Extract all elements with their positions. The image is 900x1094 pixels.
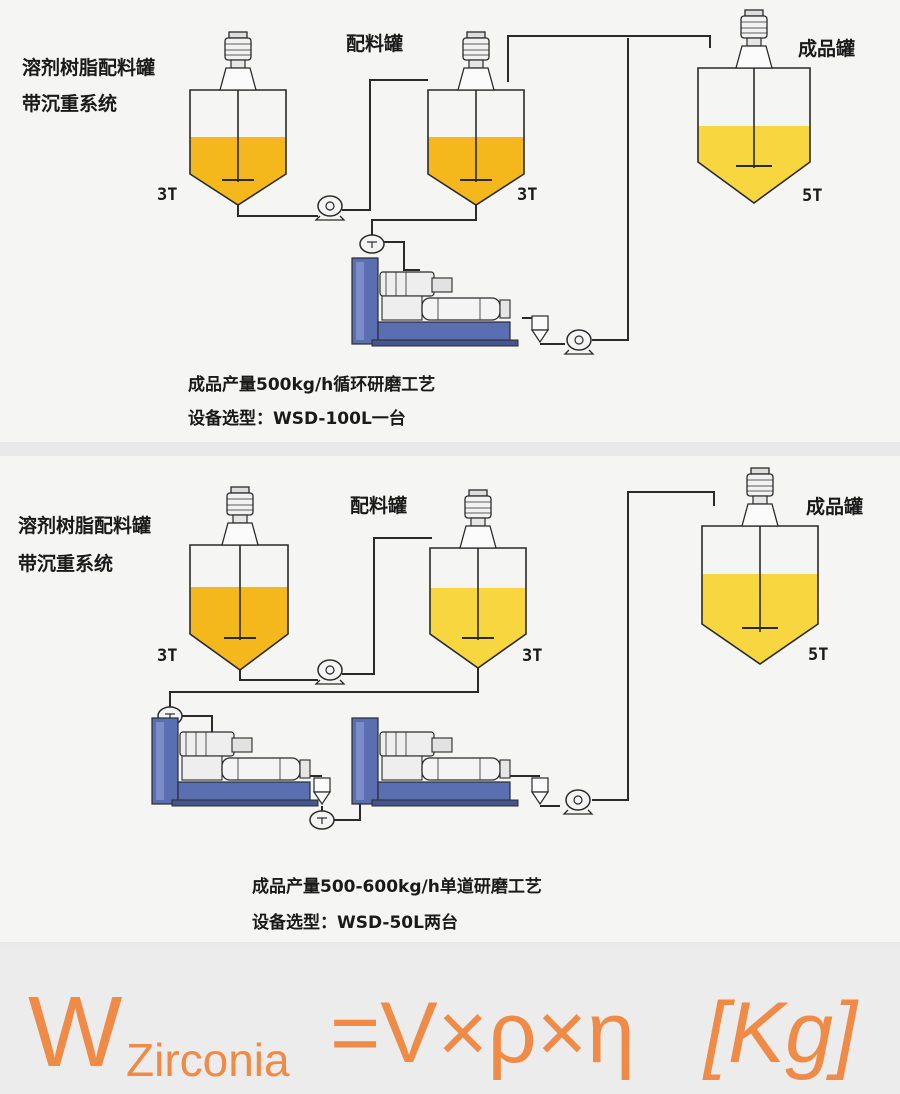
bottom-product-label: 成品罐 [806, 495, 863, 518]
top-product-label: 成品罐 [798, 37, 855, 60]
bottom-bead-mill-2 [351, 717, 519, 807]
top-caption-2: 设备选型：WSD-100L一台 [188, 408, 406, 429]
bottom-tank1-capacity: 3T [157, 646, 177, 666]
top-tank1-capacity: 3T [157, 185, 177, 205]
top-tank-batch [427, 31, 525, 206]
top-solvent-label-1: 溶剂树脂配料罐 [22, 56, 155, 79]
top-tank-solvent [189, 31, 287, 206]
top-diagram: 溶剂树脂配料罐 带沉重系统 配料罐 成品罐 3T 3T 5T 成品产量500kg… [22, 9, 855, 429]
bottom-funnel-2 [531, 777, 549, 805]
top-pump-1 [315, 195, 345, 221]
top-flow-meter [359, 234, 385, 254]
bottom-caption-2: 设备选型：WSD-50L两台 [252, 912, 458, 933]
bottom-tank-solvent [189, 486, 289, 671]
bottom-diagram: 溶剂树脂配料罐 带沉重系统 配料罐 成品罐 3T 3T 5T 成品产量500-6… [18, 467, 863, 933]
top-tank3-capacity: 5T [802, 186, 822, 206]
bottom-tank-batch [429, 489, 527, 669]
formula-band [0, 948, 900, 1094]
top-batch-label: 配料罐 [346, 32, 403, 55]
top-pump-2 [564, 329, 594, 355]
bottom-bead-mill-1 [151, 717, 319, 807]
formula-main-symbol: W [28, 976, 123, 1088]
formula-subscript: Zirconia [126, 1034, 290, 1086]
formula-unit: [Kg] [702, 985, 859, 1081]
bottom-solvent-label-1: 溶剂树脂配料罐 [18, 514, 151, 537]
top-solvent-label-2: 带沉重系统 [22, 92, 117, 115]
top-funnel [531, 315, 549, 343]
bottom-solvent-label-2: 带沉重系统 [18, 552, 113, 575]
top-caption-1: 成品产量500kg/h循环研磨工艺 [188, 374, 435, 395]
bottom-pump-2 [563, 789, 593, 815]
top-tank-product [697, 9, 811, 204]
top-tank2-capacity: 3T [517, 185, 537, 205]
formula-expression: =V×ρ×η [330, 985, 635, 1081]
bottom-pump-1 [315, 659, 345, 685]
bottom-tank-product [701, 467, 819, 665]
zirconia-formula: W Zirconia =V×ρ×η [Kg] [28, 976, 859, 1088]
bottom-tank3-capacity: 5T [808, 645, 828, 665]
top-pipes [237, 35, 711, 345]
top-bead-mill [351, 257, 519, 347]
bottom-process-panel [0, 456, 900, 942]
bottom-caption-1: 成品产量500-600kg/h单道研磨工艺 [252, 876, 542, 897]
bottom-tank2-capacity: 3T [522, 646, 542, 666]
bottom-flow-meter-2 [309, 810, 335, 830]
bottom-batch-label: 配料罐 [350, 494, 407, 517]
